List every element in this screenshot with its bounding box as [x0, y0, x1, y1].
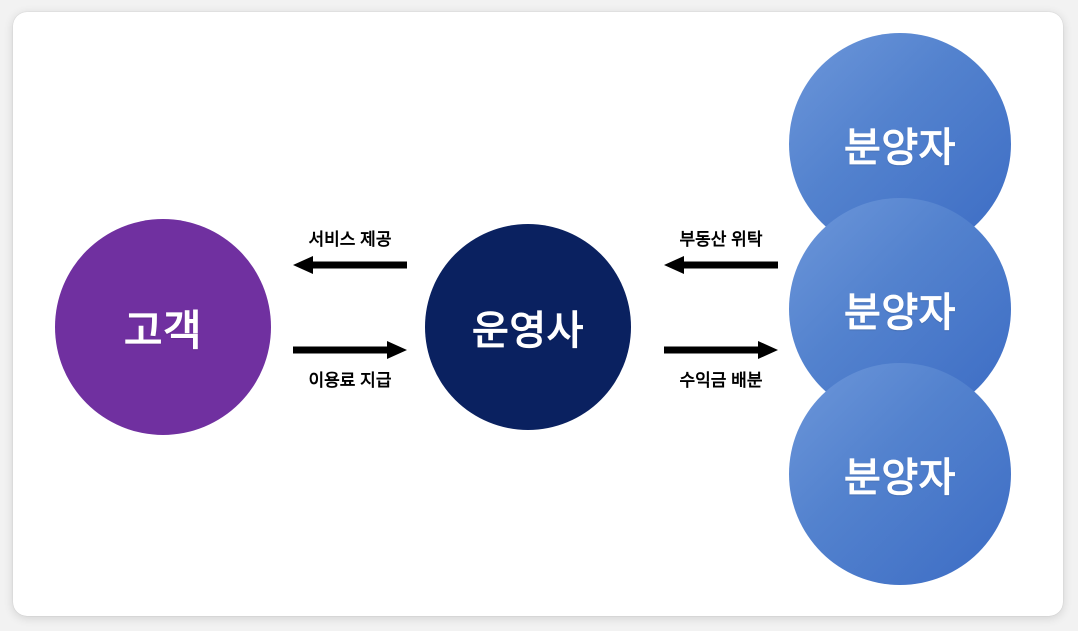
- node-buyer-2-label: 분양자: [844, 291, 956, 335]
- node-customer-label: 고객: [123, 306, 203, 354]
- flow-realestate-trust: 부동산 위탁: [662, 225, 780, 299]
- node-customer[interactable]: 고객: [55, 219, 271, 435]
- flow-service-provision: 서비스 제공: [291, 225, 409, 299]
- flow-realestate-trust-label: 부동산 위탁: [679, 230, 763, 249]
- node-buyer-3[interactable]: 분양자: [789, 363, 1011, 585]
- flow-profit-sharing: 수익금 배분: [662, 338, 780, 412]
- flow-service-provision-label: 서비스 제공: [308, 230, 392, 249]
- arrow-right-icon: [664, 341, 778, 359]
- arrow-right-icon: [293, 341, 407, 359]
- flow-usage-fee-payment: 이용료 지급: [291, 338, 409, 412]
- node-operator-label: 운영사: [472, 309, 584, 353]
- node-buyer-1-label: 분양자: [844, 126, 956, 170]
- diagram-canvas: 고객 운영사 분양자 분양자 분양자 서비스 제공: [13, 12, 1063, 616]
- flow-profit-sharing-label: 수익금 배분: [679, 371, 763, 390]
- node-buyer-3-label: 분양자: [844, 456, 956, 500]
- flow-usage-fee-payment-label: 이용료 지급: [308, 371, 392, 390]
- node-operator[interactable]: 운영사: [425, 224, 631, 430]
- diagram-card: 고객 운영사 분양자 분양자 분양자 서비스 제공: [13, 12, 1063, 616]
- arrow-left-icon: [664, 256, 778, 274]
- arrow-left-icon: [293, 256, 407, 274]
